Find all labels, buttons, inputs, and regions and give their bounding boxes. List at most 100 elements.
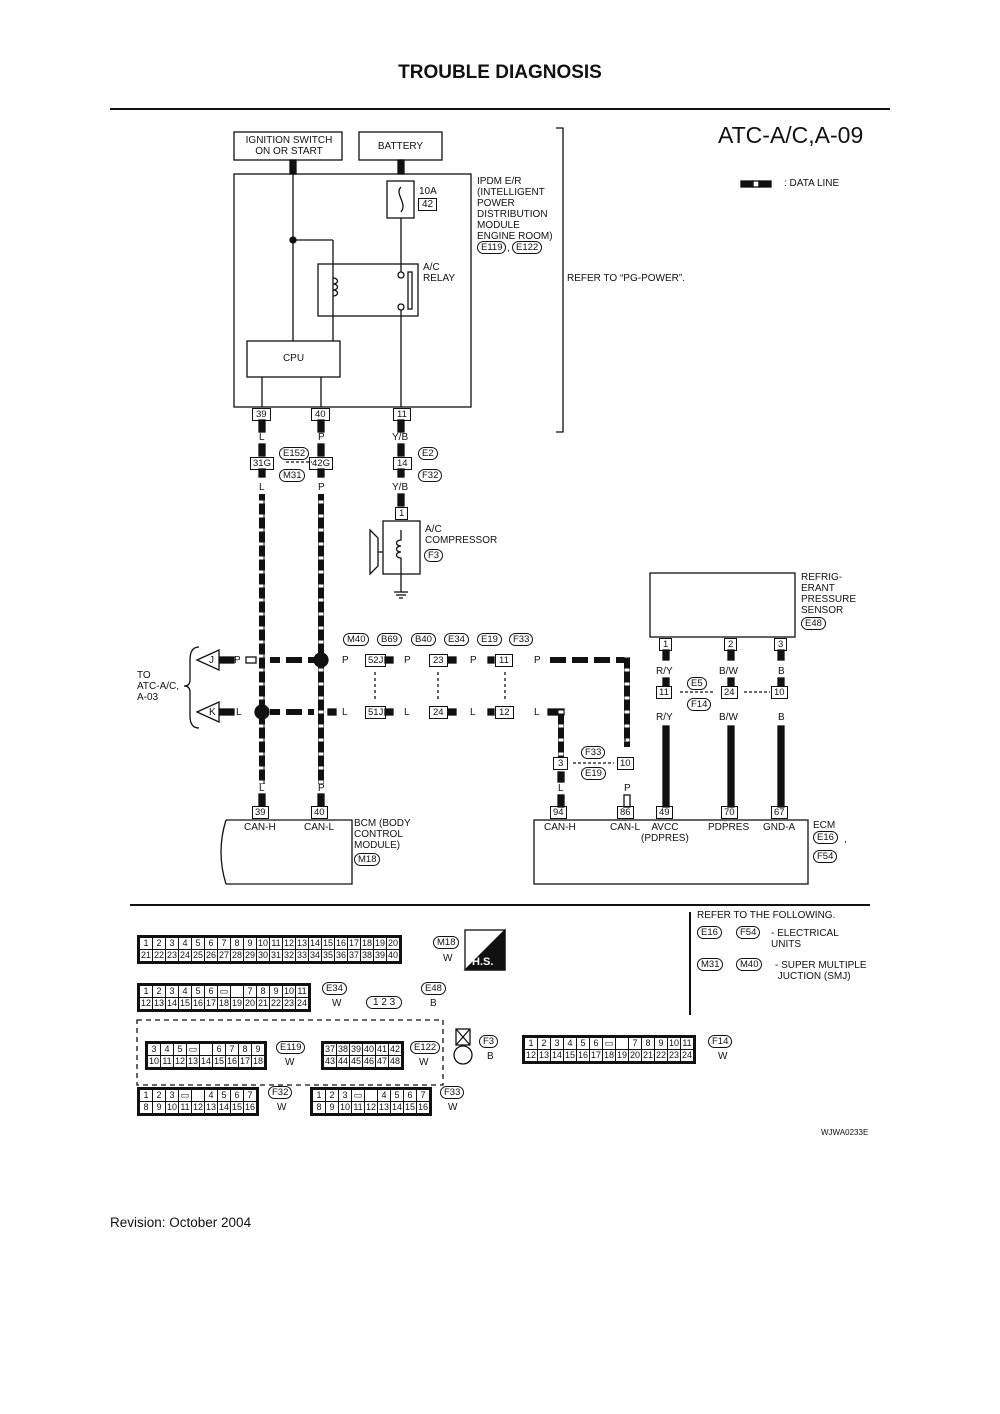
connector-tag: F54 — [736, 926, 761, 939]
connector-pin-cell: 14 — [165, 997, 179, 1010]
connector-tag: E19 — [477, 633, 502, 646]
wire-color: P — [318, 482, 325, 493]
wire-color: L — [404, 707, 410, 718]
connector-pin-cell: 11 — [351, 1101, 365, 1114]
connector-pin-cell: 18 — [360, 937, 374, 950]
connector-pin-cell — [364, 1089, 378, 1102]
connector-pin-cell: 5 — [191, 937, 205, 950]
connector-pin-cell: 6 — [230, 1089, 244, 1102]
connector-pin-cell: 17 — [589, 1049, 603, 1062]
connector-arrow-k — [195, 700, 220, 724]
junction-pin: 23 — [429, 654, 448, 667]
connector-pin-cell: 37 — [347, 949, 361, 962]
connector-pin-cell: 13 — [295, 937, 309, 950]
connector-pin-cell: 8 — [139, 1101, 153, 1114]
connector-pin-cell: 8 — [312, 1101, 326, 1114]
wire-color: P — [318, 432, 325, 443]
connector-pin-cell: 4 — [377, 1089, 391, 1102]
connector-pin-cell: 6 — [403, 1089, 417, 1102]
connector-pin-cell: 2 — [152, 937, 166, 950]
connector-tag: E119 — [276, 1041, 306, 1054]
bcm-pin: 40 — [311, 806, 328, 819]
connector-pin-cell: 14 — [199, 1055, 213, 1068]
connector-pin-cell — [615, 1037, 629, 1050]
connector-pin-cell: 8 — [256, 985, 270, 998]
ecm-pin: 67 — [771, 806, 788, 819]
pressure-sensor-box — [649, 572, 796, 638]
connector-pin-cell: 40 — [386, 949, 400, 962]
connector-tag: B69 — [377, 633, 402, 646]
wire-color: L — [470, 707, 476, 718]
connector-pin-cell: 34 — [308, 949, 322, 962]
connector-pin-cell: 3 — [550, 1037, 564, 1050]
connector-pin-cell: 15 — [563, 1049, 577, 1062]
connector-pin-cell — [230, 985, 244, 998]
junction-pin: 11 — [495, 654, 513, 667]
ecm-pin-label: PDPRES — [708, 822, 750, 833]
connector-pin-cell: 9 — [654, 1037, 668, 1050]
sensor-label: REFRIG- ERANT PRESSURE SENSOR — [801, 572, 857, 616]
connector-pin-cell: 16 — [225, 1055, 239, 1068]
connector-color: W — [277, 1102, 287, 1113]
smj-pin: 31G — [250, 457, 274, 470]
connector-pin-cell: 15 — [321, 937, 335, 950]
connector-pin-cell: 3 — [165, 985, 179, 998]
wire-color: Y/B — [392, 482, 409, 493]
connector-pin-cell: 23 — [165, 949, 179, 962]
battery-label: BATTERY — [377, 141, 424, 152]
connector-pin-cell: 11 — [160, 1055, 174, 1068]
connector-pin-cell: 5 — [217, 1089, 231, 1102]
connector-tag: F14 — [687, 698, 712, 711]
connector-color: W — [332, 998, 342, 1009]
connector-pin-cell: 31 — [269, 949, 283, 962]
connector-pin-cell: 6 — [589, 1037, 603, 1050]
connector-pin-cell: ▭ — [217, 985, 231, 998]
wire-color: P — [534, 655, 541, 666]
to-atc-label: TO ATC-A/C, A-03 — [137, 670, 180, 703]
cpu-box — [246, 340, 341, 378]
bcm-pin-label: CAN-H — [244, 822, 276, 833]
connector-tag: M18 — [354, 853, 381, 866]
connector-pin-cell: 12 — [282, 937, 296, 950]
connector-pin-cell: 25 — [191, 949, 205, 962]
connector-pin-cell: 38 — [360, 949, 374, 962]
connector-pin-cell: ▭ — [602, 1037, 616, 1050]
connector-pin-cell: 15 — [178, 997, 192, 1010]
connector-pin-cell: 23 — [282, 997, 296, 1010]
wire-color: P — [342, 655, 349, 666]
connector-tag: E5 — [687, 677, 707, 690]
connector-pin-cell: 20 — [386, 937, 400, 950]
connector-pin-cell: 7 — [628, 1037, 642, 1050]
connector-tag: F14 — [708, 1035, 733, 1048]
joint-pin: 11 — [656, 686, 672, 699]
bcm-pin: 39 — [252, 806, 269, 819]
connector-pin-cell: 28 — [230, 949, 244, 962]
ecm-pin: 49 — [656, 806, 673, 819]
connector-pin-cell: 13 — [152, 997, 166, 1010]
connector-tag: M18 — [433, 936, 460, 949]
connector-pin-cell: 19 — [373, 937, 387, 950]
connector-tag: E48 — [801, 617, 826, 630]
connector-pin-cell: 18 — [251, 1055, 265, 1068]
compressor-label: A/C COMPRESSOR — [425, 524, 498, 546]
connector-pin-cell: 8 — [641, 1037, 655, 1050]
connector-tag: E122 — [410, 1041, 441, 1054]
connector-pin-cell: 11 — [295, 985, 309, 998]
ipdm-label: IPDM E/R (INTELLIGENT POWER DISTRIBUTION… — [477, 176, 553, 242]
refer-desc-b: - SUPER MULTIPLE JUCTION (SMJ) — [775, 960, 867, 982]
connector-pin-cell: 24 — [680, 1049, 694, 1062]
joint-pin: 14 — [393, 457, 412, 470]
page-title: TROUBLE DIAGNOSIS — [398, 62, 602, 83]
connector-pin-cell: ▭ — [351, 1089, 365, 1102]
connector-pin-cell: 17 — [347, 937, 361, 950]
connector-pin-cell: 7 — [243, 1089, 257, 1102]
connector-pin-cell: 8 — [238, 1043, 252, 1056]
connector-pin-cell: 42 — [388, 1043, 402, 1056]
joint-pin: 3 — [553, 757, 569, 770]
connector-pin-cell: 17 — [204, 997, 218, 1010]
fuse-number: 42 — [418, 198, 438, 211]
connector-pin-cell: 6 — [204, 937, 218, 950]
connector-color: W — [718, 1051, 728, 1062]
connector-pin-cell: 12 — [173, 1055, 187, 1068]
